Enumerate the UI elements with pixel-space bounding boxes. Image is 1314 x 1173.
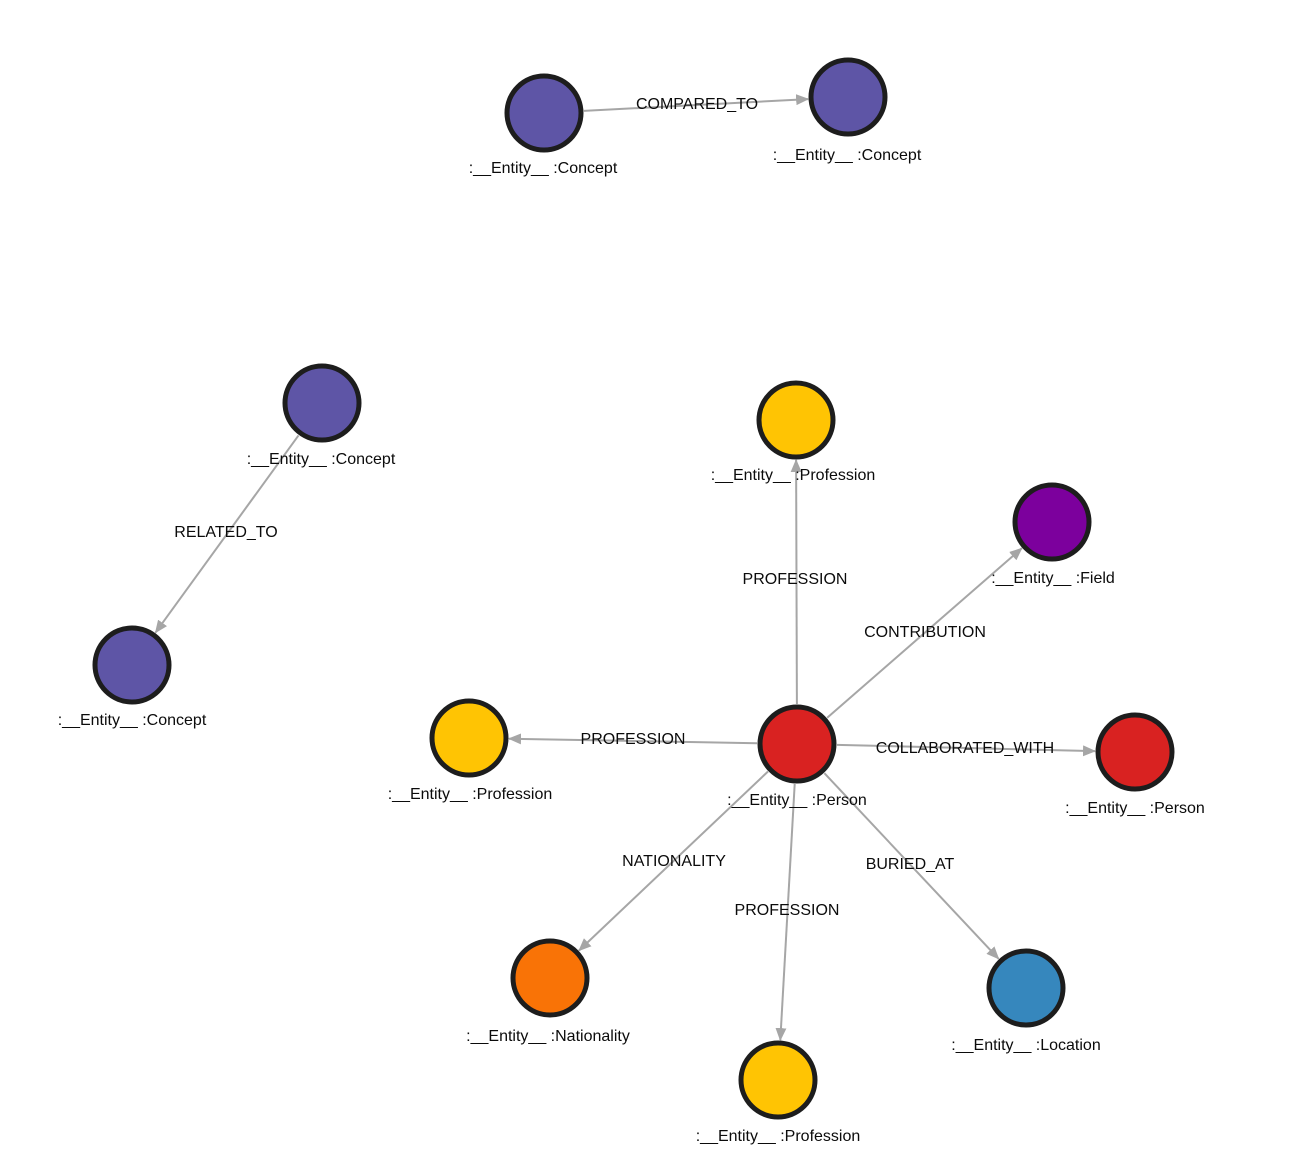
node-concept-a[interactable]: :__Entity__ :Concept xyxy=(469,73,618,177)
edge-line[interactable] xyxy=(836,743,1096,757)
node-caption: :__Entity__ :Profession xyxy=(696,1128,861,1145)
node-circle[interactable] xyxy=(738,1040,818,1120)
node-circle[interactable] xyxy=(1012,482,1092,562)
node-circle[interactable] xyxy=(504,73,584,153)
node-circle[interactable] xyxy=(92,625,172,705)
node-profession-top[interactable]: :__Entity__ :Profession xyxy=(711,380,876,484)
edge-line[interactable] xyxy=(154,434,300,634)
edges-layer: COMPARED_TO RELATED_TO PROFESSION CONTRI… xyxy=(154,94,1096,1042)
edge-buried-at[interactable]: BURIED_AT xyxy=(823,772,1000,960)
edge-label[interactable]: PROFESSION xyxy=(735,902,840,919)
node-circle[interactable] xyxy=(429,698,509,778)
node-nationality[interactable]: :__Entity__ :Nationality xyxy=(466,938,630,1045)
node-circle[interactable] xyxy=(756,380,836,460)
edge-label[interactable]: BURIED_AT xyxy=(866,856,955,873)
edge-line[interactable] xyxy=(823,772,1000,960)
node-person-right[interactable]: :__Entity__ :Person xyxy=(1065,712,1205,817)
edge-related-to[interactable]: RELATED_TO xyxy=(154,434,300,634)
node-circle[interactable] xyxy=(757,704,837,784)
node-caption: :__Entity__ :Location xyxy=(951,1037,1100,1054)
node-caption: :__Entity__ :Field xyxy=(991,570,1115,587)
node-caption: :__Entity__ :Person xyxy=(1065,800,1205,817)
node-caption: :__Entity__ :Person xyxy=(727,792,867,809)
edge-collaborated-with[interactable]: COLLABORATED_WITH xyxy=(836,740,1096,757)
node-caption: :__Entity__ :Concept xyxy=(469,160,618,177)
edge-nationality[interactable]: NATIONALITY xyxy=(578,770,769,952)
edge-profession-left[interactable]: PROFESSION xyxy=(508,731,758,748)
node-circle[interactable] xyxy=(986,948,1066,1028)
edge-profession-top[interactable]: PROFESSION xyxy=(743,459,848,705)
node-caption: :__Entity__ :Profession xyxy=(711,467,876,484)
edge-contribution[interactable]: CONTRIBUTION xyxy=(826,547,1023,719)
node-caption: :__Entity__ :Concept xyxy=(58,712,207,729)
node-caption: :__Entity__ :Nationality xyxy=(466,1028,630,1045)
node-circle[interactable] xyxy=(282,363,362,443)
node-circle[interactable] xyxy=(808,57,888,137)
edge-label[interactable]: PROFESSION xyxy=(743,571,848,588)
edge-line[interactable] xyxy=(508,733,758,745)
node-circle[interactable] xyxy=(1095,712,1175,792)
node-circle[interactable] xyxy=(510,938,590,1018)
node-caption: :__Entity__ :Concept xyxy=(247,451,396,468)
edge-label[interactable]: COLLABORATED_WITH xyxy=(876,740,1054,757)
node-profession-bottom[interactable]: :__Entity__ :Profession xyxy=(696,1040,861,1145)
node-caption: :__Entity__ :Profession xyxy=(388,786,553,803)
node-profession-left[interactable]: :__Entity__ :Profession xyxy=(388,698,553,803)
edge-line[interactable] xyxy=(578,770,769,952)
edge-label[interactable]: CONTRIBUTION xyxy=(864,624,986,641)
node-concept-d[interactable]: :__Entity__ :Concept xyxy=(58,625,207,729)
edge-label[interactable]: NATIONALITY xyxy=(622,853,726,870)
node-person-center[interactable]: :__Entity__ :Person xyxy=(727,704,867,809)
edge-label[interactable]: PROFESSION xyxy=(581,731,686,748)
edge-label[interactable]: COMPARED_TO xyxy=(636,96,758,113)
edge-line[interactable] xyxy=(826,547,1023,719)
node-location[interactable]: :__Entity__ :Location xyxy=(951,948,1101,1054)
edge-profession-bottom[interactable]: PROFESSION xyxy=(735,783,840,1042)
node-concept-c[interactable]: :__Entity__ :Concept xyxy=(247,363,396,468)
node-field[interactable]: :__Entity__ :Field xyxy=(991,482,1115,587)
edge-line[interactable] xyxy=(790,459,802,705)
edge-label[interactable]: RELATED_TO xyxy=(174,524,277,541)
nodes-layer: :__Entity__ :Concept :__Entity__ :Concep… xyxy=(58,57,1205,1145)
edge-line[interactable] xyxy=(775,783,796,1042)
node-caption: :__Entity__ :Concept xyxy=(773,147,922,164)
node-concept-b[interactable]: :__Entity__ :Concept xyxy=(773,57,922,164)
edge-line[interactable] xyxy=(583,94,810,112)
edge-compared-to[interactable]: COMPARED_TO xyxy=(583,94,810,113)
